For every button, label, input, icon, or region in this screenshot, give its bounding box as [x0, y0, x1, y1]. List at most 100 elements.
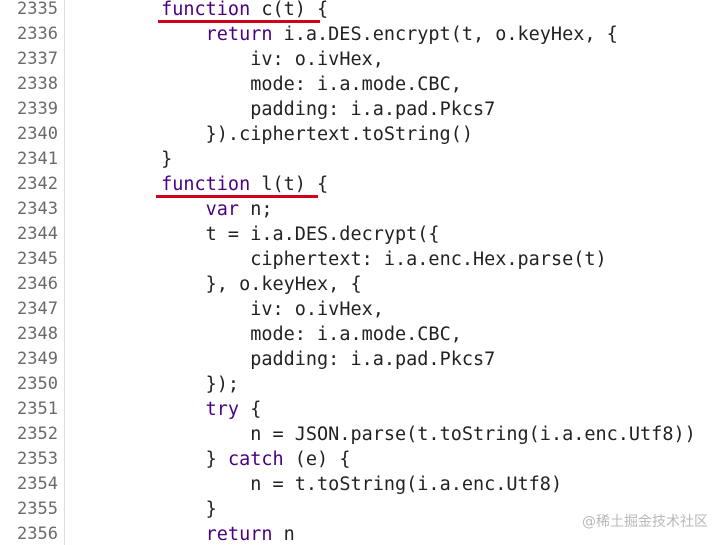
- code-indent: [72, 249, 250, 270]
- code-keyword: function: [161, 174, 251, 195]
- highlight-underline-function-l: [156, 195, 318, 198]
- code-token: padding: i.a.pad.Pkcs7: [250, 99, 496, 120]
- code-token: n: [272, 524, 295, 545]
- code-text: n = t.toString(i.a.enc.Utf8): [72, 472, 562, 497]
- code-line[interactable]: 2346 }, o.keyHex, {: [0, 272, 722, 297]
- code-line[interactable]: 2344 t = i.a.DES.decrypt({: [0, 222, 722, 247]
- code-indent: [72, 524, 206, 545]
- line-number: 2347: [17, 299, 58, 319]
- code-token: n = t.toString(i.a.enc.Utf8): [250, 474, 563, 495]
- code-indent: [72, 449, 206, 470]
- code-text: try {: [72, 397, 262, 422]
- line-number: 2343: [17, 199, 58, 219]
- code-line[interactable]: 2343 var n;: [0, 197, 722, 222]
- code-text: }).ciphertext.toString(): [72, 122, 473, 147]
- code-line[interactable]: 2356 return n: [0, 522, 722, 545]
- code-indent: [72, 374, 206, 395]
- line-number: 2341: [17, 149, 58, 169]
- code-token: t = i.a.DES.decrypt({: [205, 224, 440, 245]
- line-number: 2338: [17, 74, 58, 94]
- code-keyword: return: [205, 24, 273, 45]
- code-indent: [72, 499, 206, 520]
- code-line[interactable]: 2345 ciphertext: i.a.enc.Hex.parse(t): [0, 247, 722, 272]
- line-number: 2346: [17, 274, 58, 294]
- code-line[interactable]: 2337 iv: o.ivHex,: [0, 47, 722, 72]
- code-token: }: [205, 499, 217, 520]
- line-number: 2356: [17, 524, 58, 544]
- code-text: padding: i.a.pad.Pkcs7: [72, 97, 495, 122]
- line-number: 2342: [17, 174, 58, 194]
- code-text: });: [72, 372, 239, 397]
- code-line[interactable]: 2338 mode: i.a.mode.CBC,: [0, 72, 722, 97]
- code-token: }, o.keyHex, {: [205, 274, 362, 295]
- code-keyword: return: [205, 524, 273, 545]
- code-indent: [72, 474, 250, 495]
- code-line[interactable]: 2354 n = t.toString(i.a.enc.Utf8): [0, 472, 722, 497]
- code-keyword: function: [161, 0, 251, 20]
- code-token: iv: o.ivHex,: [250, 299, 384, 320]
- code-line[interactable]: 2340 }).ciphertext.toString(): [0, 122, 722, 147]
- code-indent: [72, 299, 250, 320]
- code-token: n;: [239, 199, 273, 220]
- line-number: 2349: [17, 349, 58, 369]
- code-text: }: [72, 147, 172, 172]
- code-text: function c(t) {: [72, 0, 328, 22]
- code-line[interactable]: 2355 }: [0, 497, 722, 522]
- code-keyword: try: [205, 399, 240, 420]
- line-number: 2350: [17, 374, 58, 394]
- code-indent: [72, 0, 161, 20]
- code-indent: [72, 274, 206, 295]
- code-line[interactable]: 2352 n = JSON.parse(t.toString(i.a.enc.U…: [0, 422, 722, 447]
- code-token: c(t) {: [250, 0, 329, 20]
- code-line[interactable]: 2349 padding: i.a.pad.Pkcs7: [0, 347, 722, 372]
- watermark: @稀土掘金技术社区: [582, 514, 708, 530]
- code-indent: [72, 399, 206, 420]
- line-number-gutter: [0, 0, 65, 545]
- code-text: iv: o.ivHex,: [72, 297, 384, 322]
- code-line[interactable]: 2341 }: [0, 147, 722, 172]
- code-indent: [72, 49, 250, 70]
- code-token: n = JSON.parse(t.toString(i.a.enc.Utf8)): [250, 424, 696, 445]
- line-number: 2345: [17, 249, 58, 269]
- code-line[interactable]: 2335 function c(t) {: [0, 0, 722, 22]
- highlight-underline-function-c: [158, 20, 320, 23]
- code-text: function l(t) {: [72, 172, 328, 197]
- line-number: 2351: [17, 399, 58, 419]
- line-number: 2354: [17, 474, 58, 494]
- code-indent: [72, 24, 206, 45]
- code-token: (e) {: [283, 449, 351, 470]
- code-token: padding: i.a.pad.Pkcs7: [250, 349, 496, 370]
- code-token: });: [205, 374, 240, 395]
- code-line[interactable]: 2348 mode: i.a.mode.CBC,: [0, 322, 722, 347]
- code-token: mode: i.a.mode.CBC,: [250, 74, 462, 95]
- line-number: 2355: [17, 499, 58, 519]
- code-text: padding: i.a.pad.Pkcs7: [72, 347, 495, 372]
- code-text: } catch (e) {: [72, 447, 351, 472]
- code-indent: [72, 324, 250, 345]
- line-number: 2353: [17, 449, 58, 469]
- code-indent: [72, 99, 250, 120]
- code-text: return i.a.DES.encrypt(t, o.keyHex, {: [72, 22, 618, 47]
- code-line[interactable]: 2353 } catch (e) {: [0, 447, 722, 472]
- code-line[interactable]: 2339 padding: i.a.pad.Pkcs7: [0, 97, 722, 122]
- code-indent: [72, 424, 250, 445]
- code-indent: [72, 149, 161, 170]
- code-line[interactable]: 2351 try {: [0, 397, 722, 422]
- code-indent: [72, 124, 206, 145]
- code-token: l(t) {: [250, 174, 329, 195]
- code-line[interactable]: 2347 iv: o.ivHex,: [0, 297, 722, 322]
- code-line[interactable]: 2336 return i.a.DES.encrypt(t, o.keyHex,…: [0, 22, 722, 47]
- code-text: }: [72, 497, 217, 522]
- code-keyword: catch: [227, 449, 284, 470]
- code-token: }: [205, 449, 228, 470]
- line-number: 2337: [17, 49, 58, 69]
- code-line[interactable]: 2342 function l(t) {: [0, 172, 722, 197]
- code-line[interactable]: 2350 });: [0, 372, 722, 397]
- line-number: 2352: [17, 424, 58, 444]
- code-text: iv: o.ivHex,: [72, 47, 384, 72]
- code-token: mode: i.a.mode.CBC,: [250, 324, 462, 345]
- line-number: 2344: [17, 224, 58, 244]
- code-text: mode: i.a.mode.CBC,: [72, 322, 462, 347]
- code-indent: [72, 349, 250, 370]
